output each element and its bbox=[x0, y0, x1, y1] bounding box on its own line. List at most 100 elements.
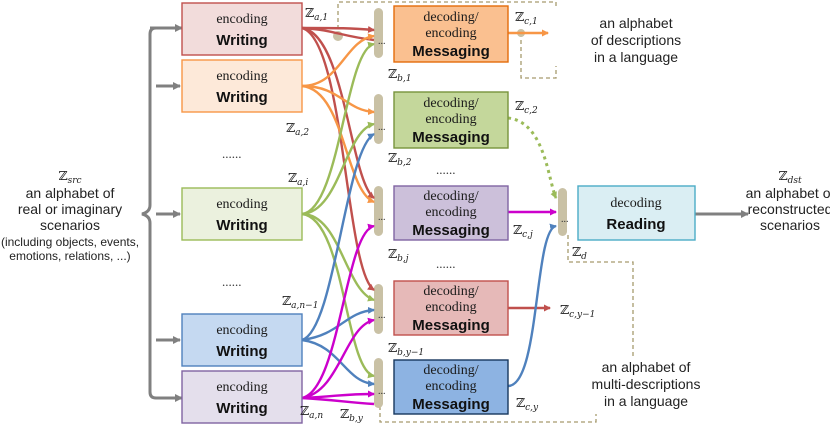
messaging-box-3-label: Messaging bbox=[412, 222, 490, 239]
source-symbol: ℤsrc bbox=[58, 168, 81, 186]
writing-ellipsis-1: ...... bbox=[222, 146, 242, 161]
z-label-a2: ℤa,2 bbox=[286, 120, 309, 138]
messaging-box-2: decoding/ encoding Messaging bbox=[393, 91, 509, 149]
messaging-box-5-top1: decoding/ bbox=[423, 363, 478, 378]
collector-bar-3 bbox=[374, 186, 383, 236]
writing-box-5-top: encoding bbox=[216, 380, 267, 395]
source-line-1: an alphabet of bbox=[26, 185, 115, 201]
messaging-outputs bbox=[507, 29, 558, 388]
bar-ellipsis-3: ... bbox=[378, 212, 386, 223]
dashed-top-connector bbox=[520, 33, 557, 79]
collector-bar-4 bbox=[374, 284, 383, 334]
messaging-box-5-top2: encoding bbox=[425, 379, 476, 394]
green-connections bbox=[301, 41, 375, 379]
z-label-c1: ℤc,1 bbox=[515, 9, 538, 27]
annotation-bottom-line-2: multi-descriptions bbox=[592, 376, 701, 392]
output-cy bbox=[507, 223, 557, 388]
messaging-ellipsis-2: ...... bbox=[436, 256, 456, 271]
messaging-box-5: decoding/ encoding Messaging bbox=[393, 359, 509, 415]
dashed-bottom-frame bbox=[379, 406, 597, 423]
annotation-multi-descriptions: an alphabet of multi-descriptions in a l… bbox=[592, 359, 701, 409]
collector-bars bbox=[333, 8, 567, 408]
z-label-d: ℤd bbox=[572, 244, 587, 262]
z-label-an: ℤa,n bbox=[300, 403, 323, 421]
destination-line-2: reconstructed bbox=[748, 201, 830, 217]
source-description: ℤsrc an alphabet of real or imaginary sc… bbox=[1, 168, 139, 263]
z-label-bj: ℤb,j bbox=[388, 246, 409, 264]
bar-ellipsis-reading: ... bbox=[561, 214, 569, 225]
reading-box-top: decoding bbox=[610, 196, 661, 211]
writing-box-1-top: encoding bbox=[216, 12, 267, 27]
writing-box-5-label: Writing bbox=[216, 400, 267, 417]
bar-ellipsis-5: ... bbox=[378, 386, 386, 397]
messaging-box-1-label: Messaging bbox=[412, 43, 490, 60]
annotation-top-line-1: an alphabet bbox=[599, 15, 672, 31]
annotation-top-line-2: of descriptions bbox=[591, 32, 681, 48]
blue-connections bbox=[301, 132, 375, 388]
messaging-box-4-top2: encoding bbox=[425, 300, 476, 315]
collector-bar-2 bbox=[374, 94, 383, 144]
destination-symbol: ℤdst bbox=[778, 168, 802, 186]
annotation-top-line-3: in a language bbox=[594, 49, 678, 65]
dashed-bottom-connector bbox=[567, 235, 634, 358]
destination-description: ℤdst an alphabet of reconstructed scenar… bbox=[746, 168, 830, 233]
writing-box-3-top: encoding bbox=[216, 197, 267, 212]
writing-box-4-label: Writing bbox=[216, 343, 267, 360]
messaging-box-4: decoding/ encoding Messaging bbox=[393, 280, 509, 336]
writing-box-4: encoding Writing bbox=[181, 313, 303, 367]
writing-box-2-label: Writing bbox=[216, 89, 267, 106]
reading-box: decoding Reading bbox=[577, 185, 696, 241]
collector-bar-1 bbox=[374, 8, 383, 58]
source-line-5: emotions, relations, ...) bbox=[9, 249, 130, 263]
destination-line-1: an alphabet of bbox=[746, 185, 830, 201]
magenta-connections bbox=[301, 223, 375, 406]
messaging-box-3-top1: decoding/ bbox=[423, 189, 478, 204]
reading-box-label: Reading bbox=[606, 216, 665, 233]
z-label-b1: ℤb,1 bbox=[388, 66, 411, 84]
messaging-box-1: decoding/ encoding Messaging bbox=[393, 5, 509, 63]
writing-box-2-top: encoding bbox=[216, 69, 267, 84]
orange-connections bbox=[301, 33, 375, 204]
z-label-cy1: ℤc,y−1 bbox=[560, 302, 595, 320]
annotation-descriptions: an alphabet of descriptions in a languag… bbox=[591, 15, 681, 65]
z-label-an1: ℤa,n−1 bbox=[282, 293, 318, 311]
z-label-by1: ℤb,y−1 bbox=[388, 340, 424, 358]
bar-ellipsis-1: ... bbox=[378, 36, 386, 47]
z-label-cy: ℤc,y bbox=[516, 395, 539, 413]
writing-box-1-label: Writing bbox=[216, 32, 267, 49]
z-label-b2: ℤb,2 bbox=[388, 150, 412, 168]
collector-bar-5 bbox=[374, 358, 383, 408]
messaging-box-1-top2: encoding bbox=[425, 26, 476, 41]
writing-box-5: encoding Writing bbox=[181, 370, 303, 424]
messaging-box-2-label: Messaging bbox=[412, 129, 490, 146]
messaging-box-3: decoding/ encoding Messaging bbox=[393, 185, 509, 241]
messaging-box-1-top1: decoding/ bbox=[423, 10, 478, 25]
source-line-2: real or imaginary bbox=[18, 201, 122, 217]
messaging-ellipsis-1: ...... bbox=[436, 162, 456, 177]
writing-box-2: encoding Writing bbox=[181, 59, 303, 113]
z-label-a1: ℤa,1 bbox=[305, 5, 328, 23]
dashed-top-frame bbox=[337, 1, 557, 36]
z-label-cj: ℤc,j bbox=[513, 222, 533, 240]
bar-ellipsis-4: ... bbox=[378, 310, 386, 321]
messaging-box-2-top2: encoding bbox=[425, 112, 476, 127]
output-c2 bbox=[507, 116, 558, 199]
annotation-bottom-line-1: an alphabet of bbox=[602, 359, 691, 375]
z-label-c2: ℤc,2 bbox=[515, 98, 538, 116]
annotation-bottom-line-3: in a language bbox=[604, 393, 688, 409]
collector-bar-reading bbox=[558, 188, 567, 236]
destination-line-3: scenarios bbox=[760, 217, 820, 233]
source-line-4: (including objects, events, bbox=[1, 235, 139, 249]
writing-box-4-top: encoding bbox=[216, 323, 267, 338]
writing-box-3: encoding Writing bbox=[181, 187, 303, 241]
source-line-3: scenarios bbox=[40, 217, 100, 233]
writing-box-3-label: Writing bbox=[216, 217, 267, 234]
z-label-by: ℤb,y bbox=[340, 406, 364, 424]
messaging-box-4-label: Messaging bbox=[412, 317, 490, 334]
writing-box-1: encoding Writing bbox=[181, 2, 303, 56]
messaging-box-5-label: Messaging bbox=[412, 396, 490, 413]
writing-ellipsis-2: ...... bbox=[222, 274, 242, 289]
messaging-box-4-top1: decoding/ bbox=[423, 284, 478, 299]
dashed-annotation-lines bbox=[337, 1, 634, 423]
